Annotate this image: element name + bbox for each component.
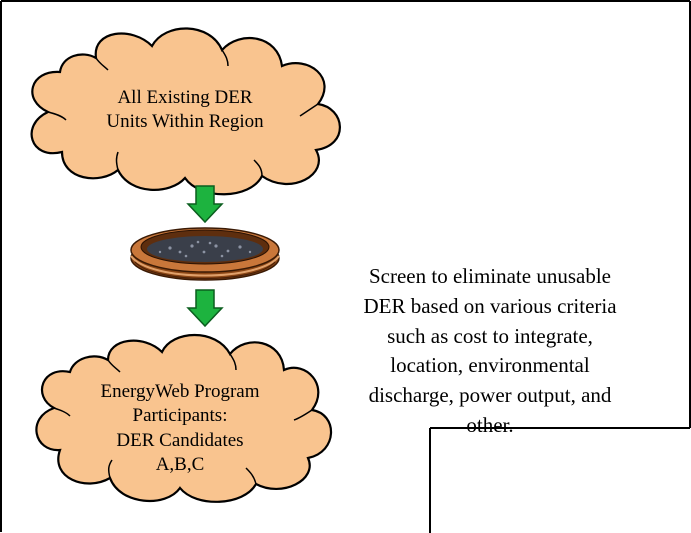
top-cloud-label: All Existing DER Units Within Region (75, 86, 295, 135)
down-arrow-icon-2 (186, 289, 224, 328)
screen-description-line-5: discharge, power output, and (368, 383, 612, 408)
bottom-cloud-line-4: A,B,C (155, 453, 205, 475)
bottom-cloud-shape (35, 333, 333, 503)
screen-description-line-6: other. (466, 413, 514, 438)
top-cloud-line-2: Units Within Region (106, 111, 264, 133)
screen-description-line-1: Screen to eliminate unusable (368, 264, 611, 288)
bottom-cloud-line-1: EnergyWeb Program (100, 381, 260, 402)
top-cloud-shape (30, 27, 341, 196)
sieve-icon (130, 227, 280, 281)
bottom-cloud-line-2: Participants: (132, 405, 228, 427)
bottom-cloud-line-3: DER Candidates (116, 429, 244, 451)
top-cloud-line-1: All Existing DER (117, 87, 253, 108)
screen-description-line-3: such as cost to integrate, (387, 323, 593, 348)
bottom-cloud-label: EnergyWeb Program Participants: DER Cand… (60, 380, 300, 477)
down-arrow-icon (186, 185, 224, 224)
top-cloud-details (47, 49, 319, 177)
screen-description-line-4: location, environmental (390, 353, 590, 378)
screen-description: Screen to eliminate unusable DER based o… (320, 262, 660, 441)
screen-description-line-2: DER based on various criteria (363, 293, 617, 318)
bottom-cloud-details (53, 353, 313, 485)
